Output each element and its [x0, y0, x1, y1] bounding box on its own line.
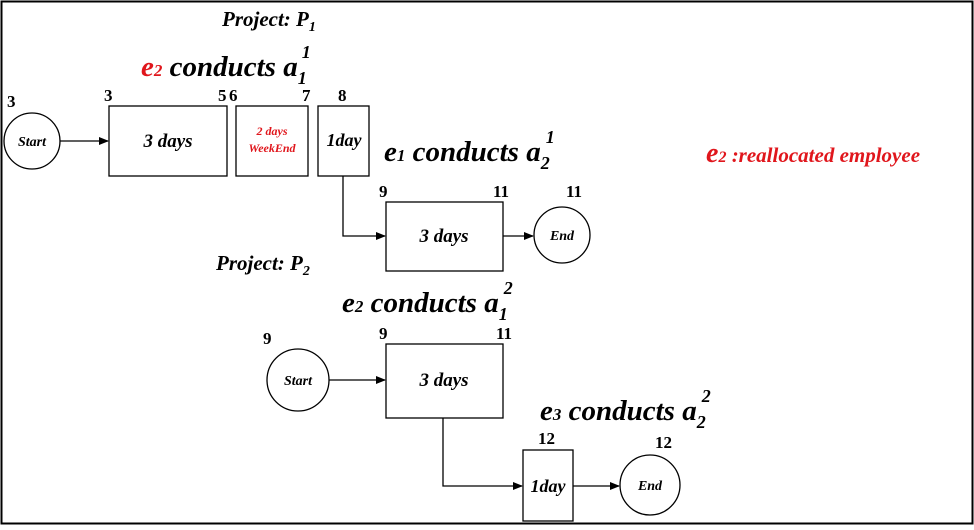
task1-end-time: 5: [218, 86, 227, 105]
task3-end-time: 11: [493, 182, 509, 201]
p2-task1-label: 3 days: [418, 370, 468, 391]
task3-start-time: 9: [379, 182, 388, 201]
weekend-start-time: 6: [229, 86, 238, 105]
project2-title: Project: P2: [215, 251, 310, 279]
end1-node: [533, 206, 591, 264]
p2-task2-time: 12: [538, 429, 555, 448]
arrow-task2-task3: [342, 176, 386, 240]
task1-start-time: 3: [104, 86, 113, 105]
p2-task2-box: [522, 449, 574, 522]
legend-reallocated: e2 :reallocated employee: [706, 138, 920, 169]
project2-heading2: e3 conducts a22: [540, 386, 711, 432]
weekend-line1: 2 days: [256, 124, 288, 138]
p2-task1-box: [385, 343, 504, 419]
task1-label: 3 days: [142, 131, 192, 152]
end1-label: End: [549, 229, 575, 244]
p2-task1-start-time: 9: [379, 324, 388, 343]
start2-label: Start: [284, 374, 313, 389]
weekend-line2: WeekEnd: [248, 141, 296, 155]
arrow-p2task1-p2task2: [442, 418, 523, 490]
project1-heading: e2 conducts a11: [141, 42, 311, 88]
end1-time: 11: [566, 182, 582, 201]
task3-label: 3 days: [418, 226, 468, 247]
start1-time: 3: [7, 92, 16, 111]
project1-heading2: e1 conducts a21: [384, 127, 555, 173]
start1-label: Start: [18, 135, 47, 150]
end2-time: 12: [655, 433, 672, 452]
weekend-box: [235, 105, 309, 177]
p2-task2-label: 1day: [531, 476, 567, 496]
task1-box: [108, 105, 228, 177]
end2-node: [619, 454, 681, 516]
project1-title: Project: P1: [221, 7, 316, 35]
start2-time: 9: [263, 329, 272, 348]
weekend-end-time: 7: [302, 86, 311, 105]
end2-label: End: [637, 479, 663, 494]
task2-box: [317, 105, 370, 177]
task2-time: 8: [338, 86, 347, 105]
task2-label: 1day: [327, 130, 363, 150]
p2-task1-end-time: 11: [496, 324, 512, 343]
project2-heading: e2 conducts a12: [342, 278, 513, 324]
